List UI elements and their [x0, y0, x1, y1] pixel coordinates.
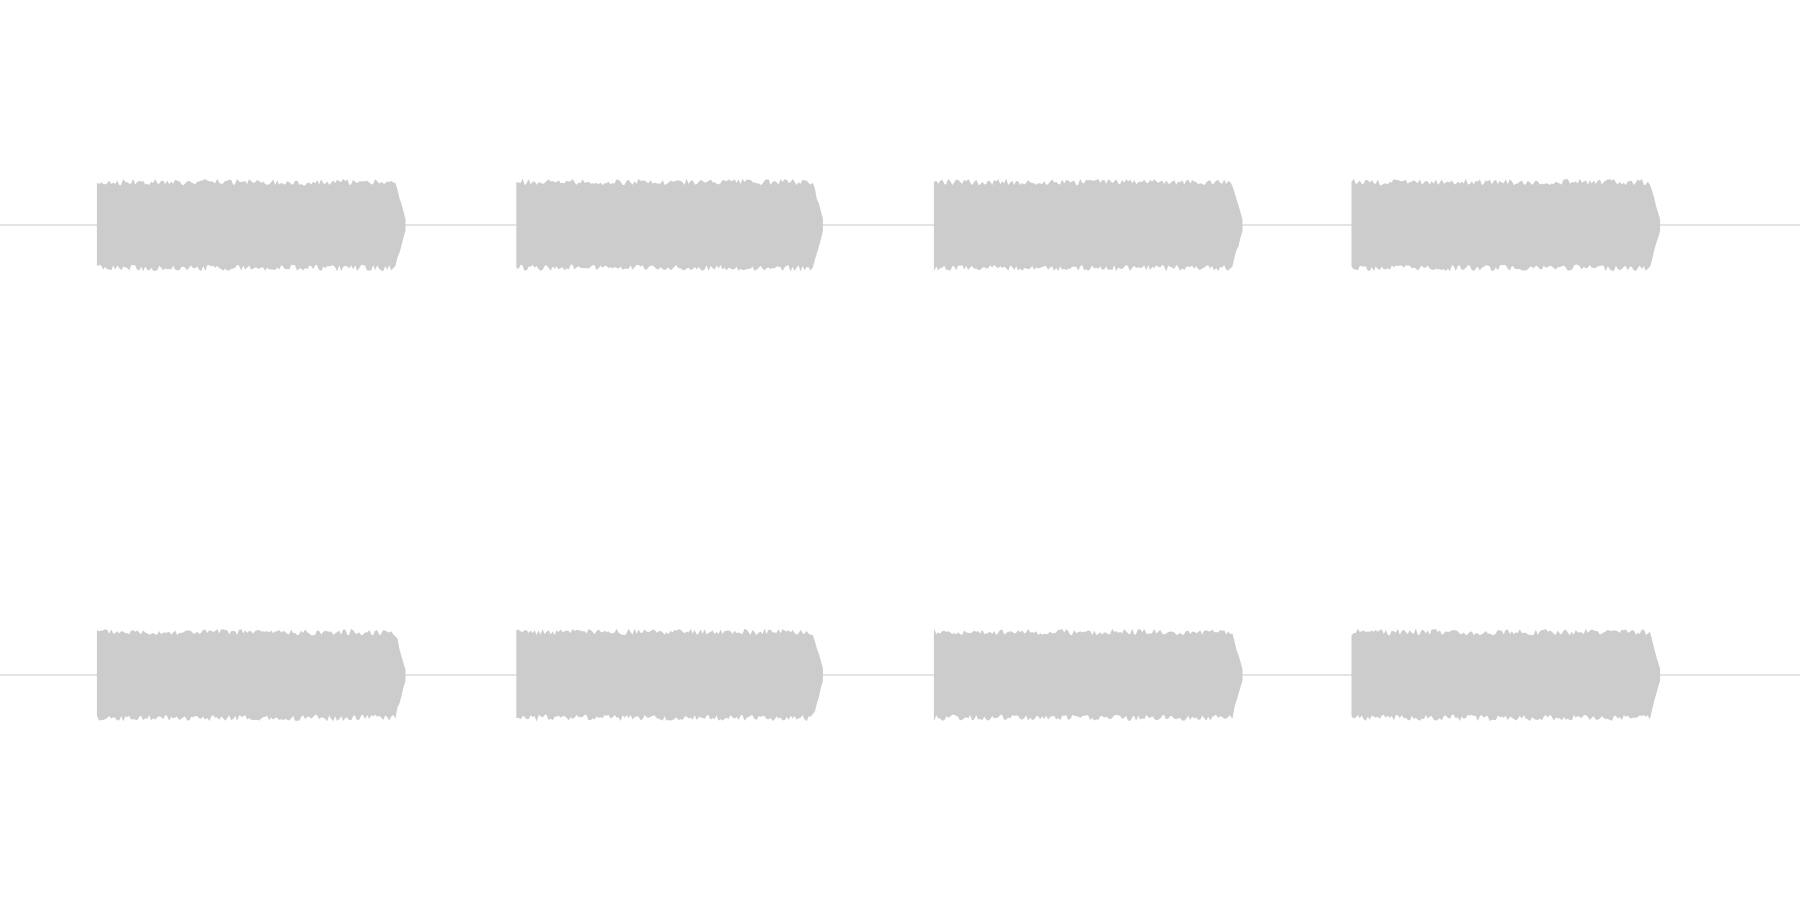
- channel-2-burst-3: [933, 628, 1243, 721]
- channel-1-burst-3: [933, 178, 1243, 272]
- channel-2-track: [0, 628, 1800, 722]
- channel-1-burst-1: [96, 178, 406, 272]
- channel-1-burst-2: [516, 178, 823, 272]
- channel-2-burst-1: [96, 628, 406, 722]
- channel-1-burst-4: [1351, 178, 1661, 272]
- channel-2-burst-2: [516, 628, 823, 722]
- channel-2-burst-4: [1351, 628, 1661, 722]
- channel-1-track: [0, 178, 1800, 272]
